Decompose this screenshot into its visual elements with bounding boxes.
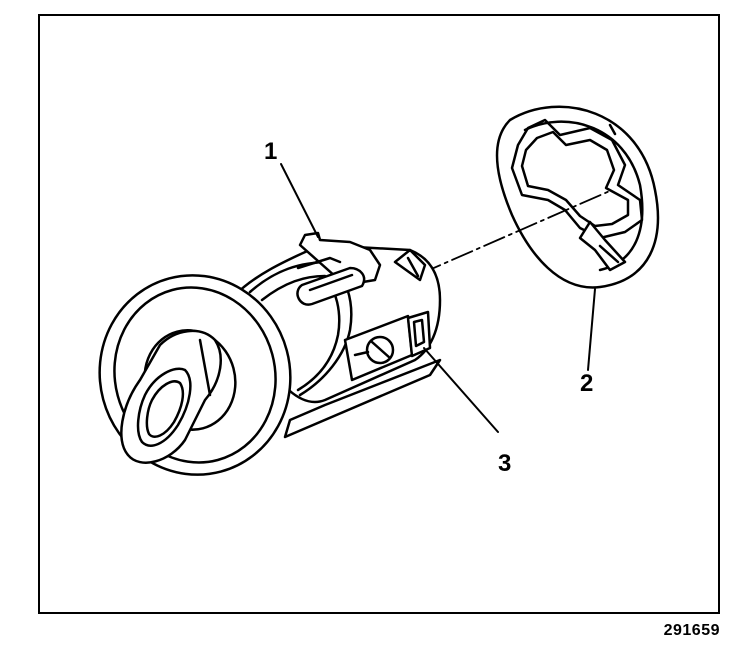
- callout-3: 3: [498, 450, 512, 477]
- callout-2: 2: [580, 370, 594, 397]
- retaining-tab-part: [406, 310, 432, 358]
- alignment-line: [419, 189, 613, 275]
- ignition-key-part: [120, 329, 222, 464]
- callout-1: 1: [264, 138, 278, 165]
- bezel-cap-part: [495, 105, 660, 289]
- leader-line-2: [587, 288, 596, 371]
- leader-line-3: [423, 347, 499, 433]
- leader-line-1: [280, 163, 319, 238]
- figure-number: 291659: [663, 622, 720, 639]
